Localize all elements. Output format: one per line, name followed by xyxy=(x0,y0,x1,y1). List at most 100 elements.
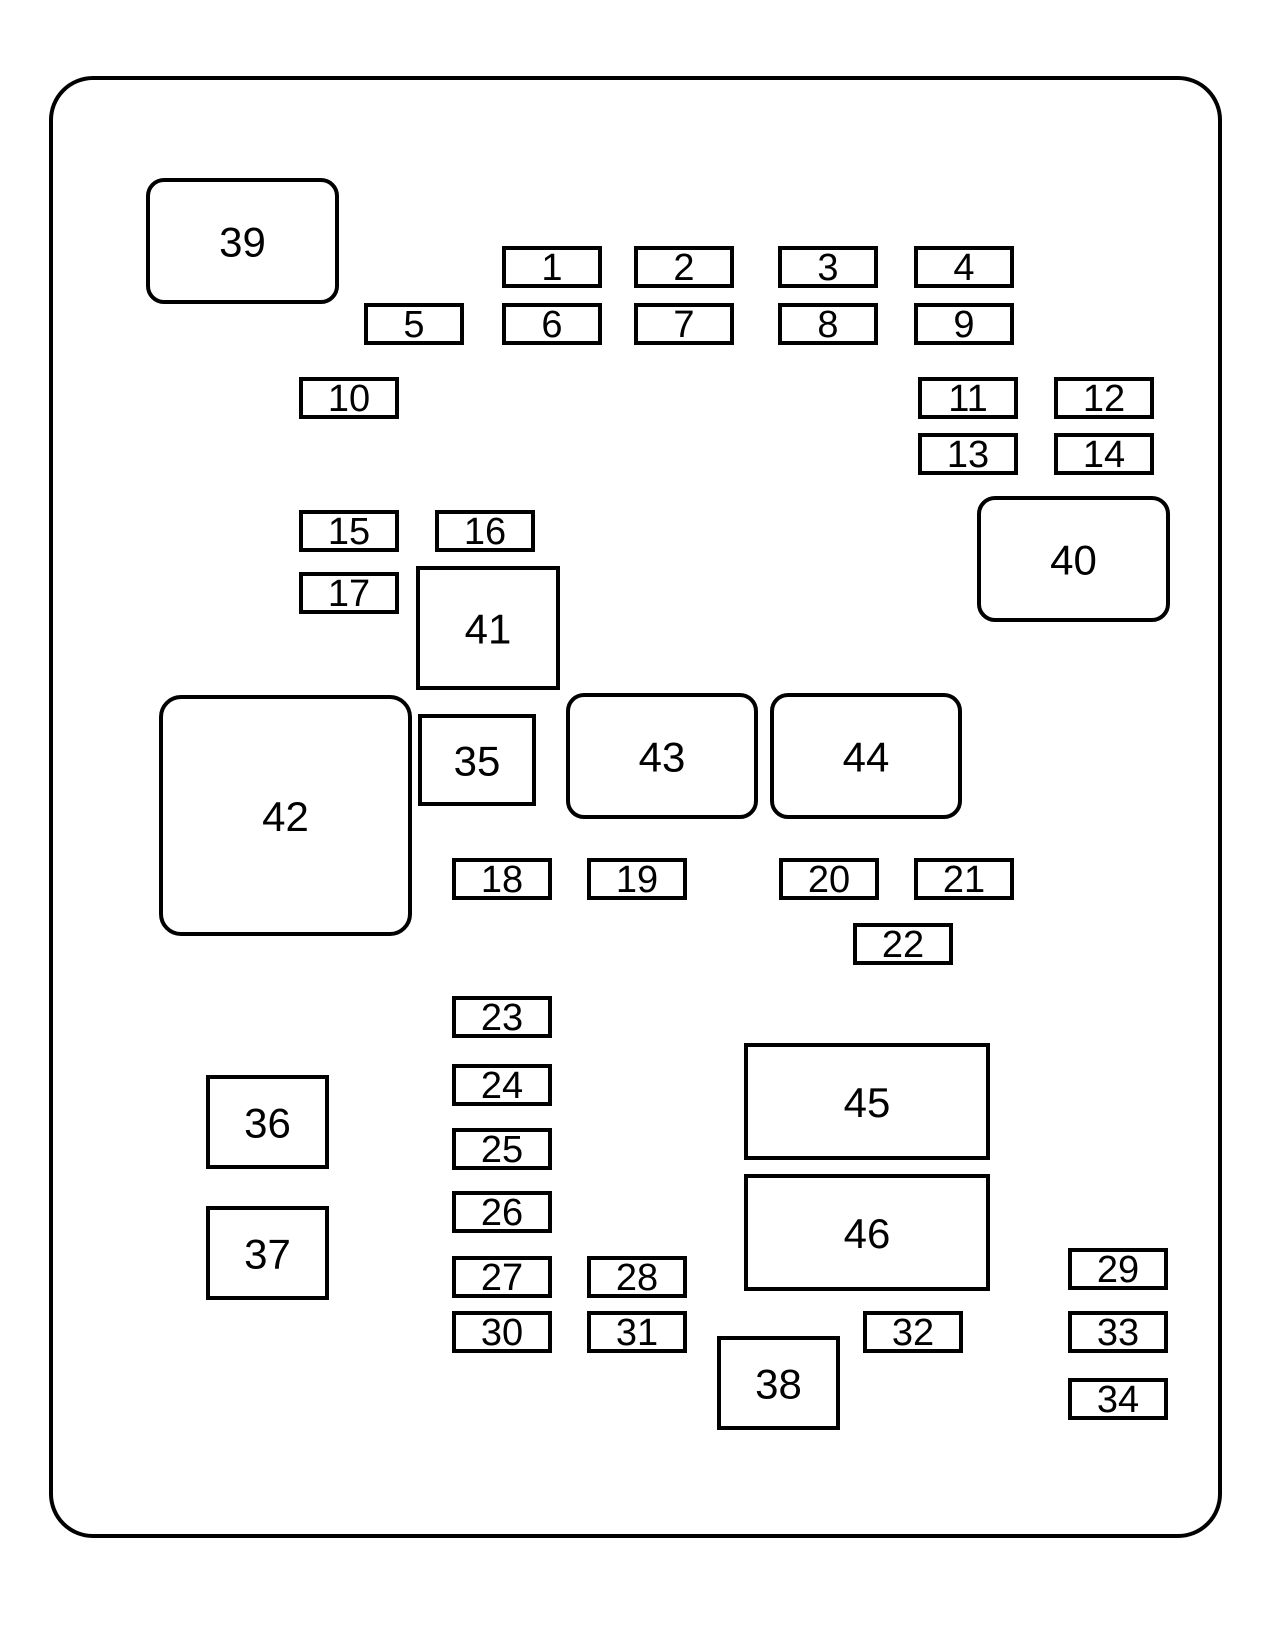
relay-slot-37 xyxy=(206,1206,329,1300)
fuse-slot-33 xyxy=(1068,1311,1168,1353)
fuse-30: 30 xyxy=(452,1311,552,1354)
component-number-label: 22 xyxy=(882,924,924,966)
fuse-slot-5 xyxy=(364,303,464,345)
component-number-label: 45 xyxy=(844,1079,891,1126)
fuse-26: 26 xyxy=(452,1191,552,1234)
relay-46: 46 xyxy=(744,1174,990,1291)
component-number-label: 44 xyxy=(843,734,890,781)
fuse-slot-9 xyxy=(914,303,1014,345)
fuse-9: 9 xyxy=(914,303,1014,346)
fuse-slot-21 xyxy=(914,858,1014,900)
fuse-14: 14 xyxy=(1054,433,1154,476)
fuse-32: 32 xyxy=(863,1311,963,1354)
component-number-label: 5 xyxy=(403,304,424,346)
relay-42: 42 xyxy=(159,695,412,936)
component-number-label: 37 xyxy=(244,1231,291,1278)
component-number-label: 1 xyxy=(541,247,562,289)
fuse-24: 24 xyxy=(452,1064,552,1107)
relay-slot-44 xyxy=(770,693,962,819)
relay-slot-42 xyxy=(159,695,412,936)
fuse-21: 21 xyxy=(914,858,1014,901)
fuse-slot-12 xyxy=(1054,377,1154,419)
component-number-label: 30 xyxy=(481,1312,523,1354)
component-number-label: 42 xyxy=(262,793,309,840)
component-number-label: 32 xyxy=(892,1312,934,1354)
fuse-2: 2 xyxy=(634,246,734,289)
fuse-slot-25 xyxy=(452,1128,552,1170)
fuse-5: 5 xyxy=(364,303,464,346)
component-number-label: 46 xyxy=(844,1210,891,1257)
fuse-slot-19 xyxy=(587,858,687,900)
component-number-label: 29 xyxy=(1097,1249,1139,1291)
fuse-slot-23 xyxy=(452,996,552,1038)
component-number-label: 19 xyxy=(616,859,658,901)
fuse-25: 25 xyxy=(452,1128,552,1171)
component-number-label: 18 xyxy=(481,859,523,901)
relay-37: 37 xyxy=(206,1206,329,1300)
fuse-11: 11 xyxy=(918,377,1018,420)
fuse-29: 29 xyxy=(1068,1248,1168,1291)
component-number-label: 7 xyxy=(673,304,694,346)
fuse-4: 4 xyxy=(914,246,1014,289)
component-number-label: 35 xyxy=(454,738,501,785)
relay-slot-45 xyxy=(744,1043,990,1160)
component-number-label: 23 xyxy=(481,997,523,1039)
fuse-slot-3 xyxy=(778,246,878,288)
fuse-slot-6 xyxy=(502,303,602,345)
component-number-label: 15 xyxy=(328,511,370,553)
relay-slot-36 xyxy=(206,1075,329,1169)
component-number-label: 9 xyxy=(953,304,974,346)
component-number-label: 17 xyxy=(328,573,370,615)
fuse-6: 6 xyxy=(502,303,602,346)
component-number-label: 39 xyxy=(219,219,266,266)
fuse-1: 1 xyxy=(502,246,602,289)
fuse-18: 18 xyxy=(452,858,552,901)
component-number-label: 26 xyxy=(481,1192,523,1234)
fuse-slot-28 xyxy=(587,1256,687,1298)
component-number-label: 36 xyxy=(244,1100,291,1147)
fuse-16: 16 xyxy=(435,510,535,553)
component-number-label: 38 xyxy=(755,1361,802,1408)
component-number-label: 40 xyxy=(1050,537,1097,584)
component-number-label: 8 xyxy=(817,304,838,346)
relay-41: 41 xyxy=(416,566,560,690)
component-number-label: 28 xyxy=(616,1257,658,1299)
relay-slot-46 xyxy=(744,1174,990,1291)
fuse-27: 27 xyxy=(452,1256,552,1299)
relay-slot-38 xyxy=(717,1336,840,1430)
component-number-label: 31 xyxy=(616,1312,658,1354)
fuse-8: 8 xyxy=(778,303,878,346)
component-number-label: 34 xyxy=(1097,1379,1139,1421)
relay-slot-41 xyxy=(416,566,560,690)
relay-slot-39 xyxy=(146,178,339,304)
fuse-slot-31 xyxy=(587,1311,687,1353)
relay-35: 35 xyxy=(418,714,536,806)
component-number-label: 3 xyxy=(817,247,838,289)
relay-slot-40 xyxy=(977,496,1170,622)
fuse-3: 3 xyxy=(778,246,878,289)
fuse-34: 34 xyxy=(1068,1378,1168,1421)
fuse-15: 15 xyxy=(299,510,399,553)
fuse-slot-24 xyxy=(452,1064,552,1106)
fuse-slot-18 xyxy=(452,858,552,900)
fuse-13: 13 xyxy=(918,433,1018,476)
component-number-label: 11 xyxy=(948,378,987,420)
component-number-label: 20 xyxy=(808,859,850,901)
fuse-slot-1 xyxy=(502,246,602,288)
fuse-slot-20 xyxy=(779,858,879,900)
fuse-slot-2 xyxy=(634,246,734,288)
fuse-12: 12 xyxy=(1054,377,1154,420)
component-number-label: 43 xyxy=(639,734,686,781)
component-number-label: 24 xyxy=(481,1065,523,1107)
component-number-label: 25 xyxy=(481,1129,523,1171)
fuse-20: 20 xyxy=(779,858,879,901)
fuse-slot-11 xyxy=(918,377,1018,419)
relay-slot-35 xyxy=(418,714,536,806)
relay-36: 36 xyxy=(206,1075,329,1169)
relay-slot-43 xyxy=(566,693,758,819)
fuse-31: 31 xyxy=(587,1311,687,1354)
component-number-label: 10 xyxy=(328,378,370,420)
relay-45: 45 xyxy=(744,1043,990,1160)
